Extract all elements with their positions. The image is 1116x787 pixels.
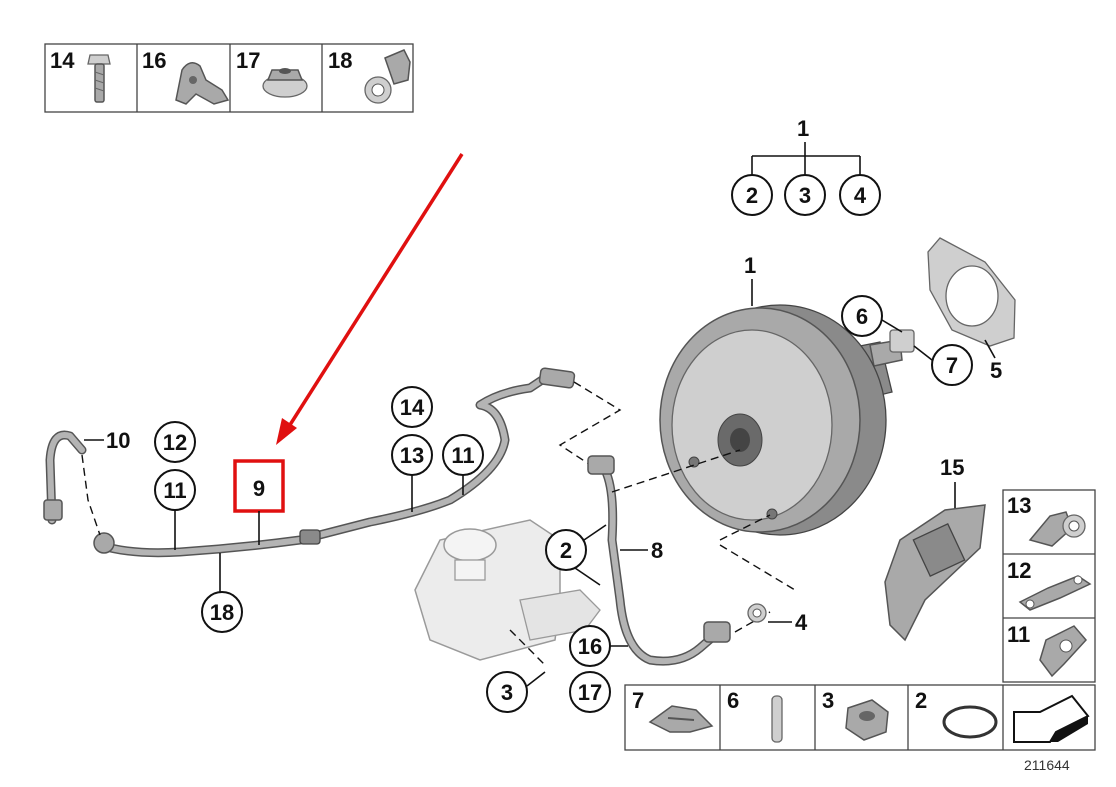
legend-number-3: 3: [822, 688, 834, 713]
brake-booster: 1 6 7: [659, 253, 973, 536]
legend-number-6: 6: [727, 688, 739, 713]
legend-number-16: 16: [142, 48, 166, 73]
pin-icon: [771, 695, 783, 743]
assembly-tree: 1 2 3 4: [731, 116, 881, 216]
callout-booster-1: 1: [744, 253, 756, 278]
brake-fluid-reservoir: [414, 519, 601, 666]
hex-nut-icon: [845, 699, 889, 741]
callout-seal-4: 4: [795, 610, 808, 635]
callout-clip-16: 16: [578, 634, 602, 659]
callout-sub-2: 2: [746, 183, 758, 208]
callout-sub-3: 3: [799, 183, 811, 208]
gasket: 5: [927, 237, 1016, 383]
legend-number-14: 14: [50, 48, 75, 73]
callout-nut-3: 3: [501, 680, 513, 705]
hose-clamp-holder-icon: [364, 49, 411, 104]
callout-line-18: 18: [210, 600, 234, 625]
legend-number-12: 12: [1007, 558, 1031, 583]
bottom-legend: 7 6 3 2: [624, 684, 1096, 751]
callout-line-9: 9: [253, 476, 265, 501]
legend-number-13: 13: [1007, 493, 1031, 518]
bracket-clip-icon: [175, 62, 230, 105]
legend-number-7: 7: [632, 688, 644, 713]
diagram-number: 211644: [1024, 757, 1070, 773]
callout-line-11-left: 11: [163, 478, 186, 503]
spring-clip-icon: [648, 705, 714, 733]
callout-gasket-5: 5: [990, 358, 1002, 383]
o-ring-icon: [942, 705, 998, 739]
highlight-arrow: [276, 153, 464, 445]
callout-nut-17: 17: [578, 680, 602, 705]
mounting-bracket: 15: [884, 455, 986, 642]
callout-line-11-right: 11: [451, 443, 474, 468]
legend-number-18: 18: [328, 48, 352, 73]
callout-pushrod-6: 6: [856, 304, 868, 329]
legend-number-2: 2: [915, 688, 927, 713]
callout-line-12: 12: [163, 430, 187, 455]
side-legend: 13 12 11: [1002, 489, 1096, 683]
flange-nut-icon: [262, 68, 308, 98]
callout-bracket-15: 15: [940, 455, 964, 480]
callout-check-valve-2: 2: [560, 538, 572, 563]
vacuum-line: [43, 367, 796, 666]
callout-line-14: 14: [400, 395, 425, 420]
top-legend: 14 16 17 18: [44, 43, 414, 113]
retaining-bracket-icon: [1018, 575, 1092, 611]
next-page-arrow-icon[interactable]: [1013, 694, 1090, 743]
callout-pushrod-7: 7: [946, 353, 958, 378]
callout-line-13: 13: [400, 443, 424, 468]
callout-assembly-1: 1: [797, 116, 809, 141]
bolt-icon: [87, 54, 111, 103]
callout-sub-4: 4: [854, 183, 867, 208]
callout-hose-8: 8: [651, 538, 663, 563]
legend-number-17: 17: [236, 48, 260, 73]
hose-holder-icon: [1039, 625, 1088, 678]
callout-hose-10: 10: [106, 428, 130, 453]
line-callouts: 10 12 11 9 18 14 13 11 2 8: [84, 386, 808, 713]
legend-number-11: 11: [1007, 622, 1030, 647]
pipe-clip-icon: [1028, 511, 1086, 547]
